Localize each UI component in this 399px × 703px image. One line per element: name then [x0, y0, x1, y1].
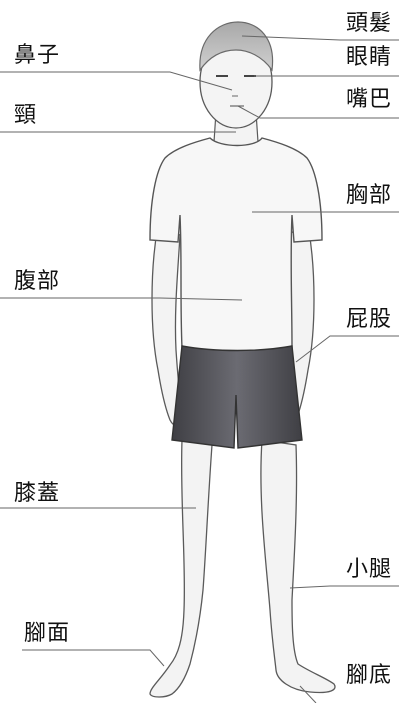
label-buttocks: 屁股	[346, 307, 393, 332]
leader-nose	[0, 71, 233, 91]
head	[199, 21, 274, 129]
label-neck: 頸	[14, 103, 38, 128]
label-chest: 胸部	[346, 183, 393, 208]
leader-abdomen	[0, 297, 243, 301]
label-sole: 腳底	[346, 663, 393, 688]
shorts	[171, 345, 303, 449]
leader-buttocks	[295, 335, 399, 363]
label-abdomen: 腹部	[14, 269, 61, 294]
leader-hair	[241, 35, 399, 41]
leader-sole	[299, 685, 317, 703]
leader-lines	[0, 35, 399, 703]
label-eyes: 眼睛	[346, 45, 393, 70]
label-knee: 膝蓋	[14, 481, 61, 506]
label-mouth: 嘴巴	[346, 87, 393, 112]
label-instep: 腳面	[24, 621, 71, 646]
label-hair: 頭髮	[346, 11, 393, 36]
leader-mouth	[237, 105, 399, 119]
label-calf: 小腿	[346, 557, 393, 582]
label-nose: 鼻子	[14, 43, 61, 68]
left-leg	[149, 439, 213, 698]
right-leg	[260, 439, 336, 694]
leader-instep	[22, 649, 165, 667]
hair-shape	[199, 21, 274, 72]
leader-calf	[289, 585, 399, 589]
